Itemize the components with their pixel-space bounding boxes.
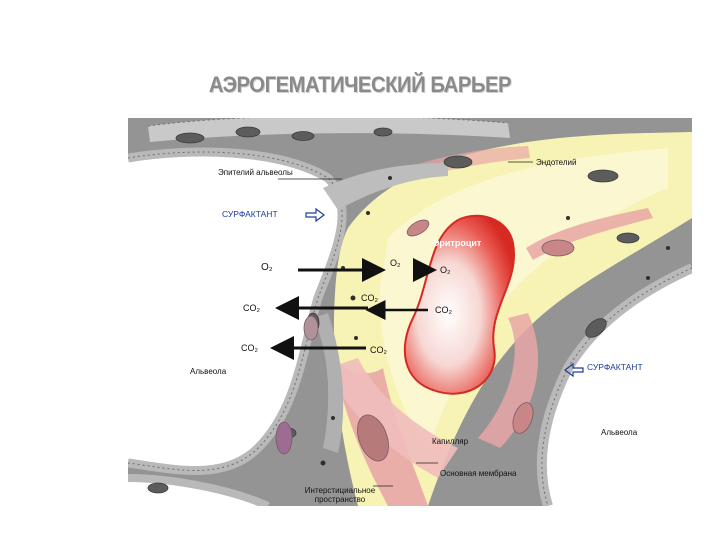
- co2-label-left-2: CO₂: [241, 343, 258, 353]
- capillary-label: Капилляр: [432, 437, 469, 446]
- page-title: АЭРОГЕМАТИЧЕСКИЙ БАРЬЕР: [208, 72, 512, 97]
- surfactant-right-arrow: [564, 362, 584, 378]
- o2-label-left: O₂: [261, 262, 273, 273]
- o2-label-right: O₂: [440, 265, 451, 275]
- erythrocyte-label: Эритроцит: [433, 238, 482, 248]
- surfactant-left-arrow: [305, 207, 325, 223]
- gas-arrows: [270, 258, 437, 360]
- co2-label-mid-1: CO₂: [361, 293, 378, 303]
- basement-membrane-label: Основная мембрана: [440, 469, 517, 478]
- o2-label-mid: O₂: [390, 258, 401, 268]
- co2-label-mid-2: CO₂: [370, 345, 387, 355]
- barrier-illustration: [127, 115, 695, 510]
- surfactant-right-label: СУРФАКТАНТ: [587, 362, 643, 372]
- surfactant-left-label: СУРФАКТАНТ: [222, 209, 278, 219]
- co2-label-left-1: CO₂: [243, 303, 260, 313]
- epithelium-label: Эпителий альвеолы: [218, 168, 293, 177]
- leader-lines: [278, 161, 533, 487]
- co2-label-right-1: CO₂: [435, 305, 452, 315]
- alveola-left-label: Альвеола: [190, 367, 227, 376]
- right-alveolus-lumen: [541, 268, 692, 506]
- alveola-right-label: Альвеола: [601, 428, 638, 437]
- interstitial-label: Интерстициальное пространство: [304, 486, 376, 504]
- endothelium-label: Эндотелий: [536, 158, 577, 167]
- air-blood-barrier-figure: Эпителий альвеолы Эндотелий СУРФАКТАНТ С…: [127, 115, 695, 510]
